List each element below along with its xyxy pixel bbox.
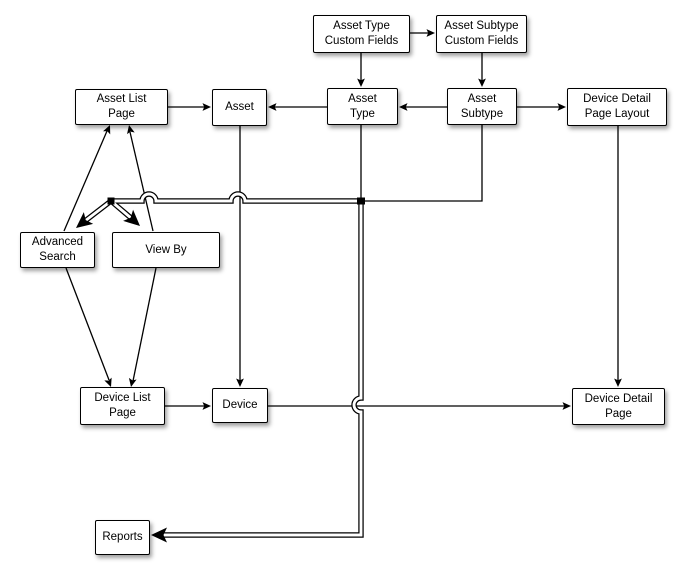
node-reports: Reports xyxy=(95,520,150,555)
arrowhead-asset-list-page-to-asset xyxy=(202,103,211,111)
node-label: Asset Type Custom Fields xyxy=(324,20,399,47)
arrowhead-asset-subtype-to-asset-type xyxy=(399,103,408,111)
arrowhead-device-list-page-to-device xyxy=(202,402,211,410)
arrowhead-asset-type-custom-fields-to-asset-subtype-custom-fields xyxy=(426,29,435,37)
node-label: Advanced Search xyxy=(31,236,84,263)
node-label: Asset Subtype xyxy=(460,92,504,120)
edge-asset-subtype-to-bus xyxy=(362,125,483,202)
arrowhead-view-by-to-asset-list-page xyxy=(127,125,135,135)
node-device-list-page: Device List Page xyxy=(80,387,165,425)
arrowhead-device-to-device-detail-page xyxy=(562,402,571,410)
arrowhead-asset-type-to-asset xyxy=(268,103,277,111)
node-device-detail-page-layout: Device Detail Page Layout xyxy=(567,88,667,126)
arrowhead-bus-to-reports xyxy=(151,527,167,543)
node-advanced-search: Advanced Search xyxy=(20,232,95,268)
node-label: Asset xyxy=(225,101,254,114)
edge-bus-to-advanced-search xyxy=(84,199,112,223)
node-label: Asset List Page xyxy=(96,93,147,120)
arrowhead-asset-type-custom-fields-to-asset-type xyxy=(357,78,365,87)
node-label: Reports xyxy=(102,531,143,544)
node-label: Asset Subtype Custom Fields xyxy=(444,20,519,47)
node-label: Device List Page xyxy=(94,392,151,419)
node-asset-type: Asset Type xyxy=(327,88,398,125)
node-label: View By xyxy=(145,243,187,256)
arrowhead-bus-to-advanced-search xyxy=(76,212,94,228)
arrowhead-view-by-to-device-list-page xyxy=(128,377,137,387)
node-asset-subtype: Asset Subtype xyxy=(447,88,517,125)
bus-junction xyxy=(107,197,115,205)
node-asset-subtype-custom-fields: Asset Subtype Custom Fields xyxy=(436,15,527,53)
edge-advanced-search-to-device-list-page xyxy=(65,267,110,381)
edge-bus-to-reports xyxy=(111,192,363,537)
node-view-by: View By xyxy=(112,232,220,268)
edge-view-by-to-device-list-page xyxy=(132,267,157,382)
edge-view-by-to-asset-list-page xyxy=(129,131,154,232)
node-asset-list-page: Asset List Page xyxy=(75,89,168,125)
arrowhead-asset-to-device xyxy=(236,378,244,387)
node-label: Device Detail Page xyxy=(584,392,653,420)
node-asset-type-custom-fields: Asset Type Custom Fields xyxy=(313,15,410,53)
node-label: Device xyxy=(222,399,258,412)
arrowhead-advanced-search-to-asset-list-page xyxy=(103,125,111,135)
arrowhead-asset-subtype-custom-fields-to-asset-subtype xyxy=(478,78,486,87)
arrowhead-advanced-search-to-device-list-page xyxy=(104,377,112,387)
bus-junction xyxy=(357,197,365,205)
node-device: Device xyxy=(212,388,268,423)
node-label: Device Detail Page Layout xyxy=(583,93,651,120)
arrowhead-asset-subtype-to-device-detail-page-layout xyxy=(557,103,566,111)
node-device-detail-page: Device Detail Page xyxy=(572,388,665,425)
node-label: Asset Type xyxy=(348,92,377,120)
arrowhead-bus-to-view-by xyxy=(123,209,140,226)
arrowhead-device-detail-page-layout-to-device-detail-page xyxy=(614,378,622,387)
node-asset: Asset xyxy=(212,89,267,126)
edge-advanced-search-to-asset-list-page xyxy=(63,130,108,232)
